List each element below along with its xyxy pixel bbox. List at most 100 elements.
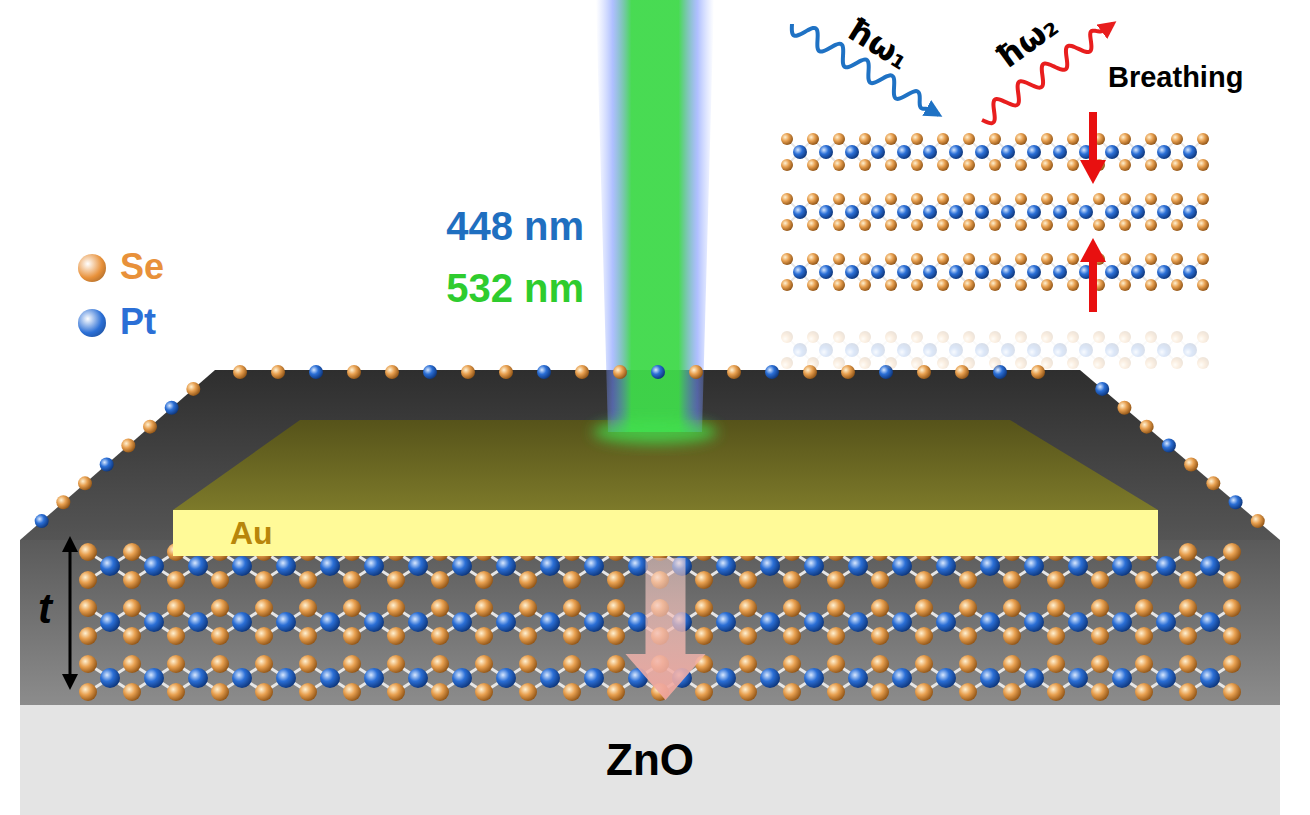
se-atom	[937, 331, 949, 343]
se-atom	[807, 159, 819, 171]
layer-label: ZnO	[606, 735, 694, 785]
layer-label: Au	[230, 515, 273, 552]
se-atom	[1003, 627, 1021, 645]
ptse2-lattice	[35, 365, 1265, 701]
se-atom	[1197, 219, 1209, 231]
se-atom	[989, 193, 1001, 205]
se-atom	[1145, 357, 1157, 369]
inset-crystal	[781, 133, 1209, 291]
gold-top-face	[173, 420, 1158, 510]
se-atom	[1067, 331, 1079, 343]
se-atom	[859, 357, 871, 369]
se-atom	[989, 331, 1001, 343]
se-atom	[167, 599, 185, 617]
se-atom	[781, 193, 793, 205]
se-atom	[937, 219, 949, 231]
se-atom	[343, 627, 361, 645]
se-atom	[519, 627, 537, 645]
se-atom	[885, 357, 897, 369]
pt-atom	[1200, 556, 1220, 576]
pt-atom	[364, 668, 384, 688]
pt-atom	[897, 145, 911, 159]
thickness-arrow	[69, 540, 72, 686]
se-atom	[1047, 599, 1065, 617]
edge-atom	[56, 495, 70, 509]
pt-atom	[408, 556, 428, 576]
se-atom	[911, 219, 923, 231]
se-atom	[1041, 279, 1053, 291]
pt-atom	[936, 612, 956, 632]
se-atom	[1179, 543, 1197, 561]
pt-atom	[584, 668, 604, 688]
pt-atom	[819, 145, 833, 159]
pt-atom	[320, 556, 340, 576]
se-atom	[781, 253, 793, 265]
se-atom	[387, 599, 405, 617]
pt-atom	[980, 668, 1000, 688]
se-atom	[963, 193, 975, 205]
se-atom	[1015, 331, 1027, 343]
se-atom	[1041, 357, 1053, 369]
se-atom	[1171, 219, 1183, 231]
se-atom	[563, 571, 581, 589]
pt-atom	[628, 556, 648, 576]
pt-atom	[1001, 343, 1015, 357]
pt-atom	[496, 612, 516, 632]
se-atom	[937, 253, 949, 265]
se-atom	[807, 133, 819, 145]
pt-atom	[496, 668, 516, 688]
se-atom	[871, 655, 889, 673]
pt-atom	[892, 556, 912, 576]
se-atom	[1093, 357, 1105, 369]
se-atom	[911, 193, 923, 205]
pt-atom	[584, 556, 604, 576]
se-atom	[859, 279, 871, 291]
se-atom	[431, 655, 449, 673]
se-atom	[781, 331, 793, 343]
se-atom	[827, 627, 845, 645]
se-atom	[807, 279, 819, 291]
se-atom	[475, 655, 493, 673]
se-atom	[963, 159, 975, 171]
pt-atom	[188, 556, 208, 576]
pt-atom	[980, 556, 1000, 576]
se-atom	[807, 357, 819, 369]
se-atom	[211, 655, 229, 673]
pt-atom	[793, 265, 807, 279]
se-atom	[739, 599, 757, 617]
pt-atom	[923, 265, 937, 279]
se-atom	[1091, 571, 1109, 589]
se-atom	[607, 683, 625, 701]
pt-atom	[949, 343, 963, 357]
pt-atom	[975, 265, 989, 279]
pt-atom	[936, 668, 956, 688]
se-atom	[607, 599, 625, 617]
se-atom	[1197, 331, 1209, 343]
edge-atom	[1162, 439, 1176, 453]
se-atom	[563, 627, 581, 645]
pt-atom	[819, 205, 833, 219]
pt-atom	[871, 343, 885, 357]
se-atom	[1015, 133, 1027, 145]
se-atom	[299, 599, 317, 617]
se-atom	[1015, 279, 1027, 291]
se-atom	[1067, 219, 1079, 231]
legend-swatch	[78, 309, 106, 337]
se-atom	[695, 599, 713, 617]
se-atom	[607, 655, 625, 673]
se-atom	[937, 357, 949, 369]
pt-atom	[793, 205, 807, 219]
se-atom	[1067, 253, 1079, 265]
se-atom	[1003, 655, 1021, 673]
se-atom	[833, 159, 845, 171]
pt-atom	[320, 668, 340, 688]
pt-atom	[716, 668, 736, 688]
pt-atom	[1200, 612, 1220, 632]
edge-atom	[1184, 457, 1198, 471]
se-atom	[431, 627, 449, 645]
se-atom	[387, 655, 405, 673]
se-atom	[255, 655, 273, 673]
se-atom	[79, 655, 97, 673]
se-atom	[123, 627, 141, 645]
edge-atom	[385, 365, 399, 379]
